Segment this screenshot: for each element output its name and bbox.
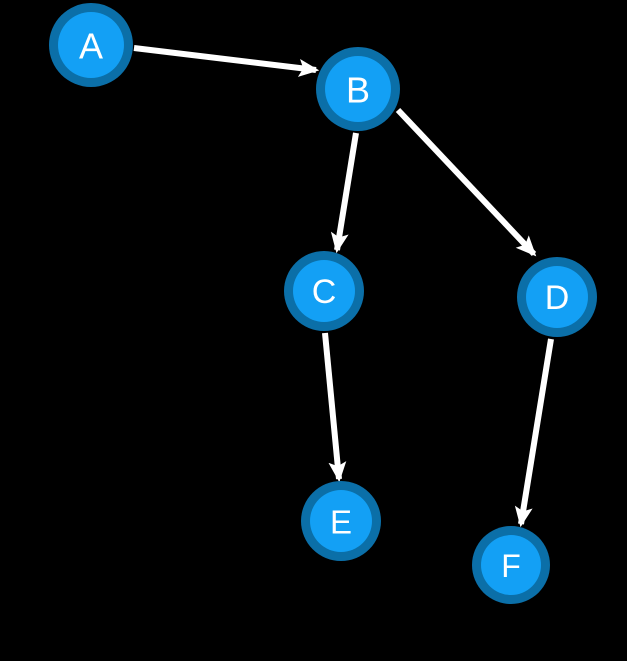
node-a[interactable]: A <box>49 3 133 87</box>
edge-c-to-e[interactable] <box>322 332 347 483</box>
edge-b-to-c[interactable] <box>330 132 359 254</box>
nodes-layer: A B C D E F <box>49 3 597 604</box>
node-f[interactable]: F <box>472 526 550 604</box>
edge-d-to-f[interactable] <box>514 338 554 528</box>
node-b[interactable]: B <box>316 47 400 131</box>
node-fill <box>526 266 588 328</box>
edge-line <box>330 132 359 254</box>
node-fill <box>310 490 372 552</box>
edges-layer <box>133 45 554 528</box>
node-e[interactable]: E <box>301 481 381 561</box>
node-fill <box>58 12 124 78</box>
edge-b-to-d[interactable] <box>395 107 537 257</box>
edge-line <box>514 338 554 528</box>
node-fill <box>481 535 541 595</box>
node-fill <box>325 56 391 122</box>
node-c[interactable]: C <box>284 251 364 331</box>
edge-line <box>133 45 320 77</box>
edge-line <box>322 332 347 483</box>
edge-line <box>395 107 537 257</box>
edge-a-to-b[interactable] <box>133 45 320 77</box>
node-fill <box>293 260 355 322</box>
node-d[interactable]: D <box>517 257 597 337</box>
